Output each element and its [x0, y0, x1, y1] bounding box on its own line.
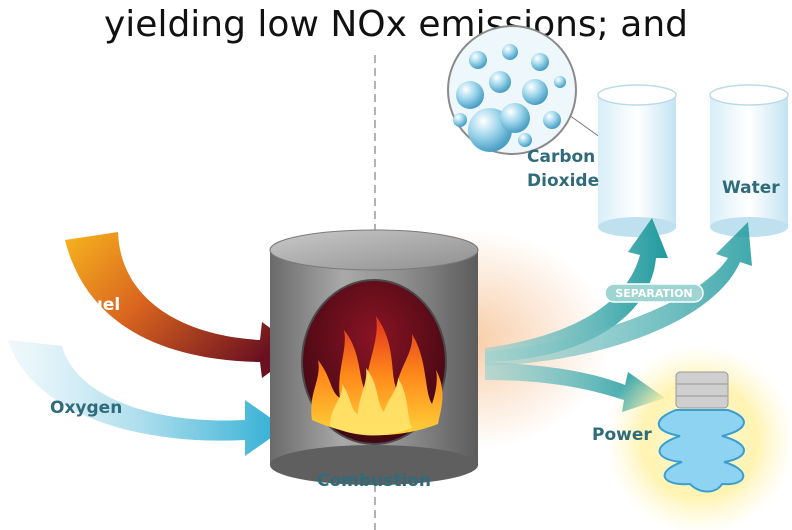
lightbulb-icon — [605, 345, 792, 530]
water-label: Water — [722, 178, 780, 198]
power-label: Power — [592, 425, 652, 445]
fuel-label: Fuel — [80, 295, 120, 315]
combustion-label: Combustion — [317, 471, 431, 491]
carbon-dioxide-magnifier — [447, 25, 628, 158]
fuel-arrow — [65, 232, 300, 378]
power-arrow — [485, 362, 665, 412]
oxygen-label: Oxygen — [50, 398, 122, 418]
carbon-label-line2: Dioxide — [527, 171, 599, 191]
slide-title: yielding low NOx emissions; and — [104, 4, 688, 45]
oxygen-arrow — [8, 340, 285, 456]
separation-tag — [604, 283, 704, 303]
water-tank — [709, 84, 789, 237]
flames-icon — [311, 316, 443, 436]
combustion-chamber — [269, 229, 479, 485]
carbon-label-line1: Carbon — [527, 147, 595, 167]
separation-label: SEPARATION — [615, 287, 692, 300]
carbon-dioxide-tank — [597, 84, 677, 237]
